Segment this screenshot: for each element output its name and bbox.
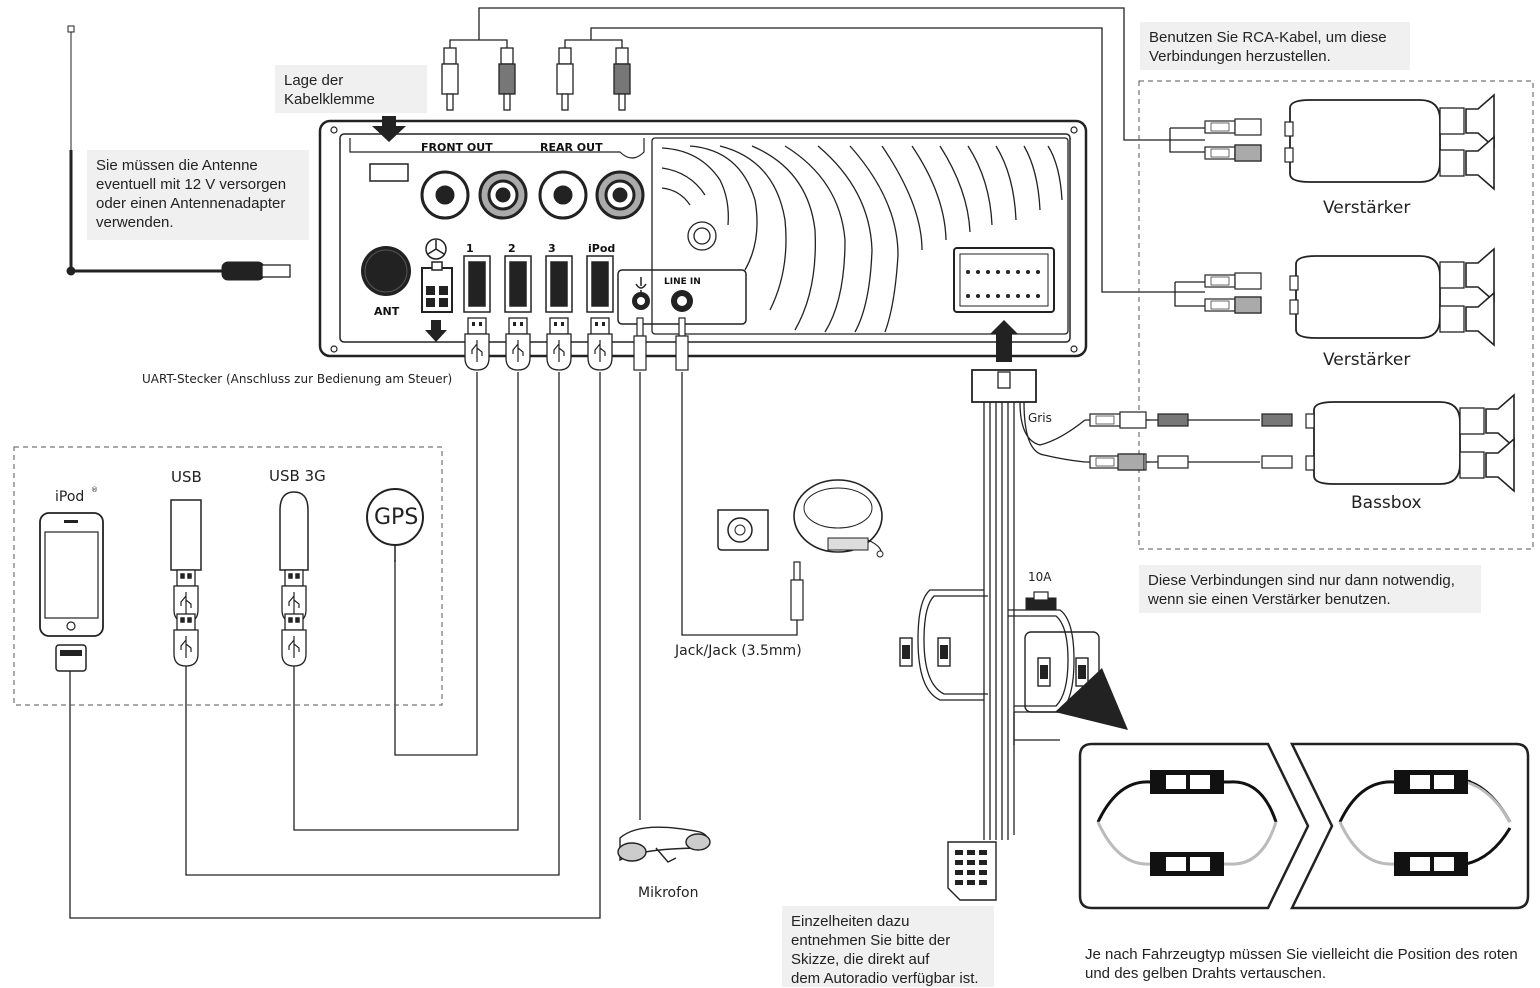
label-fuse: 10A [1028,570,1052,584]
label-amp-1: Verstärker [1323,198,1411,218]
zoom-pointer [1055,668,1128,730]
label-usb-ipod: iPod [588,242,616,255]
label-uart: UART-Stecker (Anschluss zur Bedienung am… [142,372,453,386]
usb-3g-stick [279,491,309,667]
amplifier-1 [1169,94,1495,190]
microphone [617,826,711,863]
label-rear-out: REAR OUT [540,141,603,154]
wire-swap-detail [1078,742,1530,910]
devices-group-box [13,446,443,706]
iso-plug [947,841,997,901]
label-usb-1: 1 [466,242,474,255]
head-unit-panel [318,116,1088,362]
jack-plugs-panel [633,317,689,371]
label-bassbox: Bassbox [1351,493,1422,513]
label-line-in: LINE IN [664,277,701,287]
label-mic: Mikrofon [638,885,699,901]
amplifier-group-box [1138,80,1534,550]
iso-harness [917,369,1086,840]
note-rca: Benutzen Sie RCA-Kabel, um diese Verbind… [1140,22,1410,70]
label-ipod-reg: ® [91,486,98,494]
label-jack: Jack/Jack (3.5mm) [675,643,802,659]
jack-cable-plug [790,561,804,621]
label-gris: Gris [1028,411,1052,425]
note-amp-required: Diese Verbindungen sind nur dann notwend… [1139,565,1481,613]
label-amp-2: Verstärker [1323,350,1411,370]
label-usb-2: 2 [508,242,516,255]
note-details: Einzelheiten dazu entnehmen Sie bitte de… [782,906,994,987]
label-gps: GPS [374,505,419,530]
mp3-player [717,509,769,551]
amplifier-2 [1174,248,1495,346]
usb-stick [170,499,202,667]
cd-player [793,479,884,558]
label-usb-3g: USB 3G [269,467,326,485]
bassbox [1085,394,1515,492]
note-antenna: Sie müssen die Antenne eventuell mit 12 … [87,150,309,240]
note-swap-wires: Je nach Fahrzeugtyp müssen Sie vielleich… [1085,946,1518,982]
label-front-out: FRONT OUT [421,141,493,154]
usb-cables [69,372,798,919]
rca-plugs-top [441,47,631,111]
label-ipod: iPod [55,489,85,505]
label-ant: ANT [374,305,400,318]
note-cable-clamp: Lage der Kabelklemme [275,65,427,113]
harness-inline-connectors [899,637,1089,687]
label-usb-3: 3 [548,242,556,255]
ipod-device [39,512,104,672]
label-usb: USB [171,468,202,486]
fuse [1025,591,1057,611]
rca-cables-top [449,7,1205,293]
gps-antenna [366,488,424,562]
